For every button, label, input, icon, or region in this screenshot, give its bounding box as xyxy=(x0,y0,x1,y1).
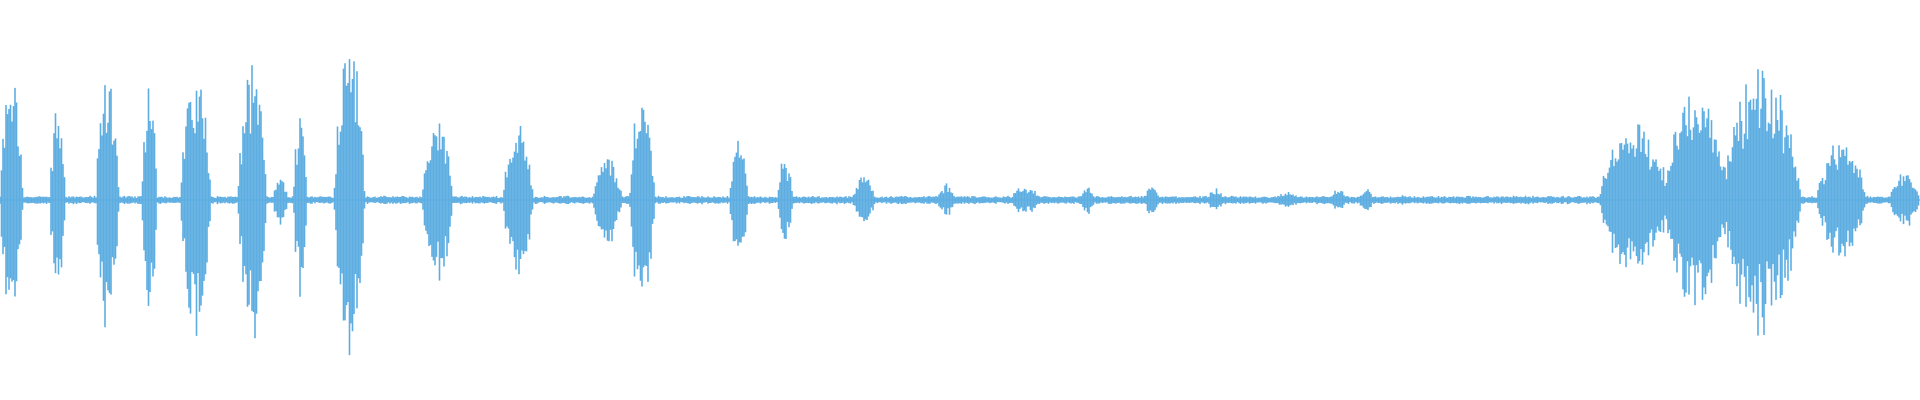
waveform-samples xyxy=(0,59,1920,356)
